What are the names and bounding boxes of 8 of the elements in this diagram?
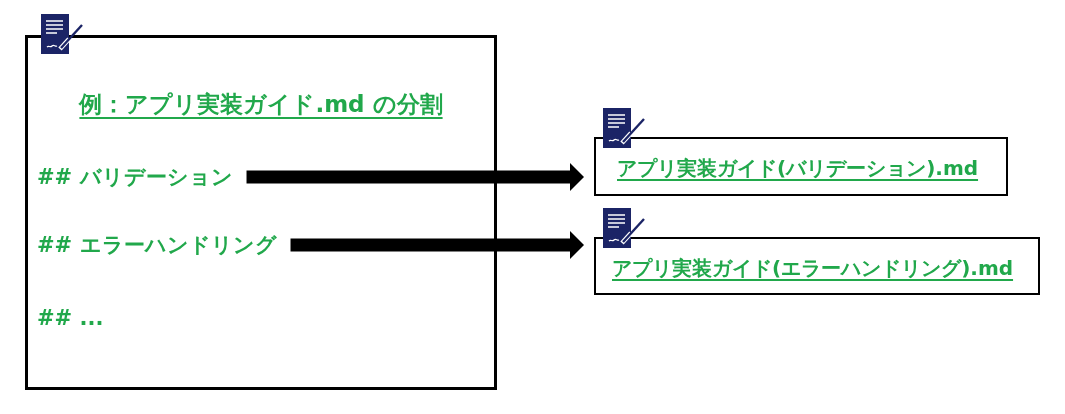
file-title: 例：アプリ実装ガイド.md の分割: [79, 90, 443, 119]
file-link: アプリ実装ガイド(エラーハンドリング).md: [612, 255, 1015, 282]
section-heading: ## エラーハンドリング: [37, 231, 277, 259]
arrow: [290, 231, 584, 259]
section-heading: ## バリデーション: [37, 163, 233, 191]
file-link: アプリ実装ガイド(バリデーション).md: [617, 155, 980, 182]
section-heading: ## ...: [37, 305, 104, 332]
arrow: [246, 163, 584, 191]
